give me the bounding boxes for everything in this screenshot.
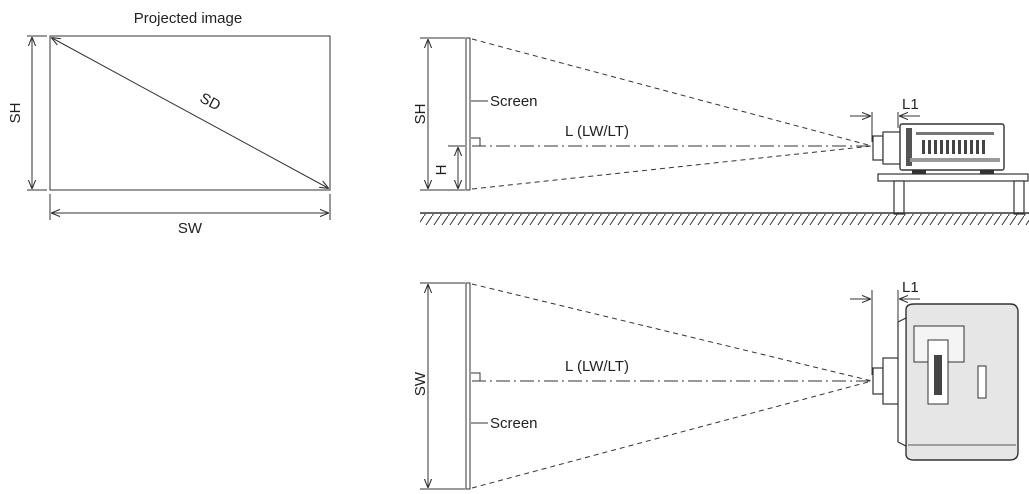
side-right-angle-mark <box>471 137 481 146</box>
projector-side-icon <box>872 123 1005 174</box>
top-cone-top <box>471 283 873 382</box>
side-screen-label: Screen <box>490 93 538 110</box>
top-right-angle-mark <box>471 372 481 381</box>
side-l1-label: L1 <box>902 96 919 113</box>
table-icon <box>877 173 1029 215</box>
projected-image-panel: Projected image SD SH SW <box>7 10 331 237</box>
side-view-panel: SH H Screen L (LW/LT) L1 <box>412 37 1029 225</box>
side-cone-bottom <box>471 145 873 190</box>
sh-label: SH <box>7 103 24 124</box>
top-cone-bottom <box>471 380 873 489</box>
projected-image-title: Projected image <box>134 10 242 27</box>
top-distance-label: L (LW/LT) <box>565 358 629 375</box>
sw-label: SW <box>178 220 203 237</box>
top-sw-label: SW <box>412 371 429 396</box>
side-sh-label: SH <box>412 104 429 125</box>
top-view-panel: SW Screen L (LW/LT) L1 <box>412 279 1019 490</box>
top-screen-label: Screen <box>490 415 538 432</box>
floor-hatching <box>420 214 1029 225</box>
top-screen <box>465 282 471 490</box>
side-cone-top <box>471 38 873 147</box>
side-screen <box>465 37 471 191</box>
projector-top-icon <box>872 303 1019 461</box>
sd-label: SD <box>197 90 224 115</box>
top-l1-label: L1 <box>902 279 919 296</box>
sd-diagonal <box>52 38 328 188</box>
side-distance-label: L (LW/LT) <box>565 123 629 140</box>
side-h-label: H <box>433 165 450 176</box>
